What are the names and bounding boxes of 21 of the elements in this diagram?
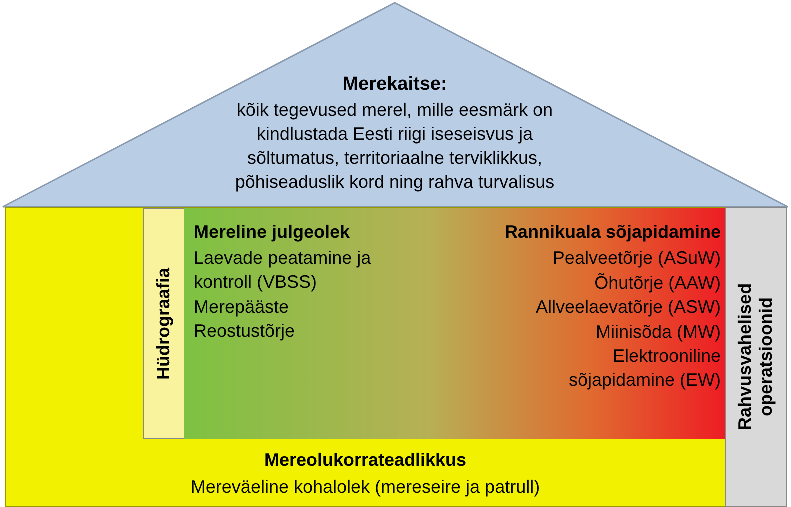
list-item: Elektrooniline sõjapidamine (EW) [568,345,721,392]
list-item: Õhutõrje (AAW) [594,272,721,294]
pillar [143,208,185,439]
base-heading: Mereolukorrateadlikkus [263,450,468,471]
column-heading: Mereline julgeolek [194,221,352,244]
base-panel [5,207,726,507]
roof-heading: Merekaitse: [342,74,448,96]
base-text: Mereväeline kohalolek (mereseire ja patrull) [190,477,542,498]
list-item: Pealveetõrje (ASuW) [552,247,721,270]
column-heading: Rannikuala sõjapidamine [504,221,721,244]
pillar-label: Rahvusvahelised operatsioonid [735,282,777,432]
roof-triangle [0,0,791,208]
list-item: Reostustõrje [194,320,296,343]
list-item: Miinisõda (MW) [594,320,721,344]
pillar [725,207,787,507]
pillar-label: Hüdrograafia [154,267,174,380]
list-item: Allveelaevatõrje (ASW) [534,296,721,319]
list-item: Laevade peatamine ja kontroll (VBSS) [194,247,372,294]
roof-text: kõik tegevused merel, mille eesmärk on kindlustada Eesti riigi iseseisvus ja sõltumatus, territoriaalne terviklikkus, põhiseaduslik kord ning rahva turvalisus [234,99,556,194]
gradient-panel [184,208,727,439]
list-item: Merepääste [194,296,290,318]
